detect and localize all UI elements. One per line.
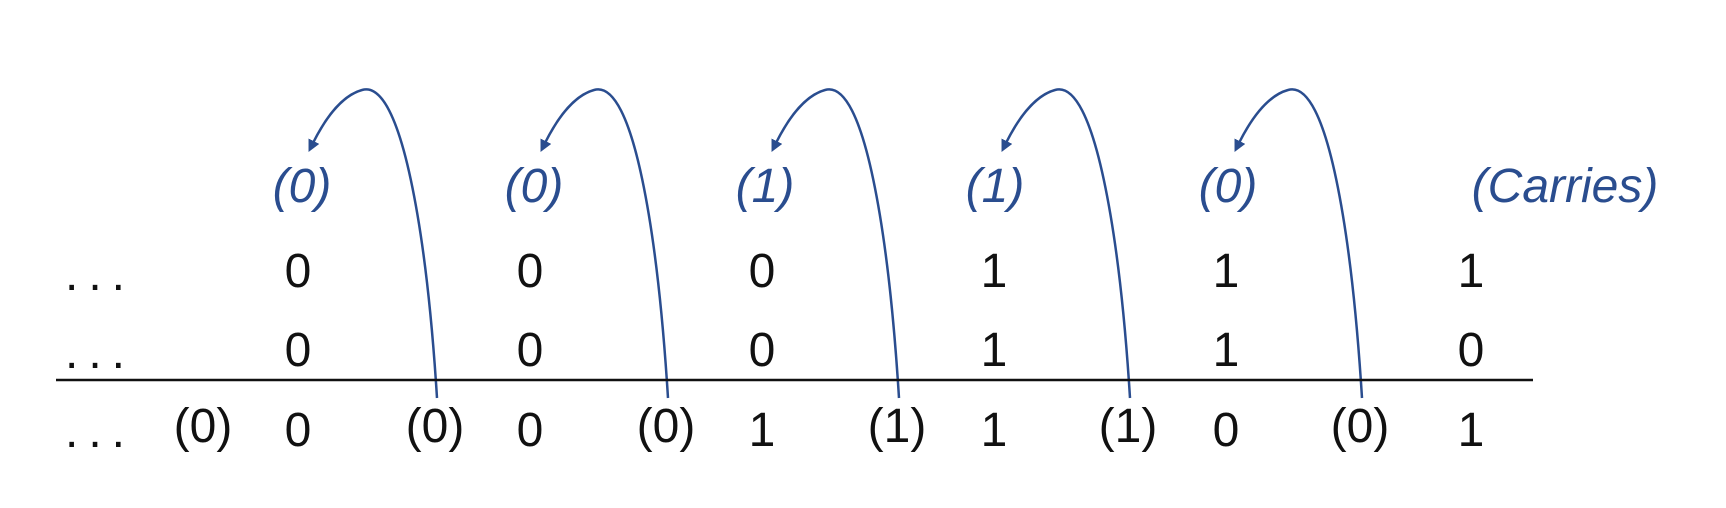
carries-label: (Carries) <box>1472 160 1659 213</box>
result-digit: 1 <box>981 404 1008 457</box>
operand-b-digit: 0 <box>749 324 776 377</box>
result-digit: 1 <box>1458 404 1485 457</box>
carry-row: (0) (0) (1) (1) (0) <box>273 160 1258 213</box>
carry-digit: (0) <box>505 160 564 213</box>
operand-a-digit: 1 <box>1213 245 1240 298</box>
ellipsis-result: ... <box>65 405 135 458</box>
carry-arrow <box>540 88 670 399</box>
operand-b-digit: 1 <box>1213 324 1240 377</box>
result-carry-digit: (0) <box>174 400 233 453</box>
carry-arrows <box>308 88 1364 399</box>
operand-b-row: 0 0 0 1 1 0 <box>285 324 1485 377</box>
carry-digit: (1) <box>966 160 1025 213</box>
operand-a-digit: 0 <box>285 245 312 298</box>
carry-arrow <box>771 88 901 399</box>
operand-a-digit: 0 <box>517 245 544 298</box>
operand-b-digit: 0 <box>285 324 312 377</box>
operand-a-digit: 0 <box>749 245 776 298</box>
result-digit: 0 <box>285 404 312 457</box>
result-carry-digit: (1) <box>868 400 927 453</box>
result-carry-digit: (0) <box>637 400 696 453</box>
operand-b-digit: 0 <box>1458 324 1485 377</box>
operand-a-row: 0 0 0 1 1 1 <box>285 245 1485 298</box>
carry-arrow <box>308 88 439 399</box>
ellipsis-operand-b: ... <box>65 326 135 379</box>
operand-a-digit: 1 <box>981 245 1008 298</box>
carry-arrow <box>1234 88 1364 399</box>
result-digit: 1 <box>749 404 776 457</box>
result-row: (0) (0) (0) (1) (1) (0) 0 0 1 1 0 1 <box>174 400 1485 457</box>
result-carry-digit: (1) <box>1099 400 1158 453</box>
result-digit: 0 <box>517 404 544 457</box>
carry-digit: (0) <box>273 160 332 213</box>
result-carry-digit: (0) <box>406 400 465 453</box>
carry-digit: (0) <box>1199 160 1258 213</box>
operand-b-digit: 0 <box>517 324 544 377</box>
ellipsis-operand-a: ... <box>65 248 135 301</box>
carry-arrow <box>1001 88 1132 399</box>
result-digit: 0 <box>1213 404 1240 457</box>
operand-b-digit: 1 <box>981 324 1008 377</box>
operand-a-digit: 1 <box>1458 245 1485 298</box>
carry-digit: (1) <box>736 160 795 213</box>
result-carry-digit: (0) <box>1331 400 1390 453</box>
